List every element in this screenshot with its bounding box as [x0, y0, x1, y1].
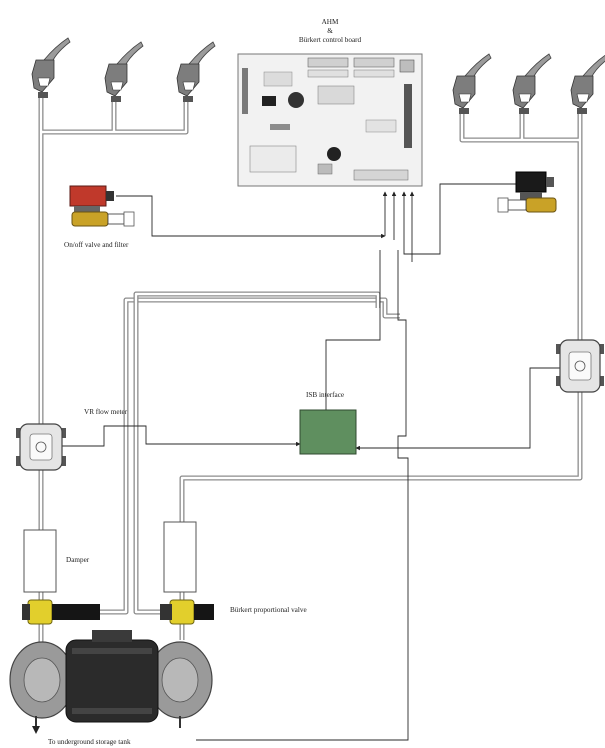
left-nozzles: [32, 38, 215, 102]
vr-flow-meter-label: VR flow meter: [84, 408, 128, 416]
ecu-label-line3: Bürkert control board: [299, 36, 362, 44]
fuel-nozzle-icon: [105, 42, 143, 102]
damper-label: Damper: [66, 556, 90, 564]
sbi-interface-box: [300, 410, 356, 454]
fuel-nozzle-icon: [453, 54, 491, 114]
damper-right: [164, 522, 196, 592]
fuel-nozzle-icon: [513, 54, 551, 114]
ecu-label-line2: &: [327, 27, 333, 35]
onoff-valve-left: [70, 186, 134, 226]
control-board: [238, 54, 422, 186]
onoff-valve-right: [498, 172, 556, 212]
vr-flow-meter-left: [16, 424, 66, 470]
vapour-pump-icon: [10, 630, 212, 734]
fuel-nozzle-icon: [571, 54, 605, 114]
to-tank-label: To underground storage tank: [48, 738, 131, 746]
proportional-valve-left: [22, 600, 100, 624]
lower-pipes: [41, 294, 400, 642]
proportional-valve-right: [160, 600, 214, 624]
right-nozzles: [453, 54, 605, 114]
proportional-valve-label: Bürkert proportional valve: [230, 606, 307, 614]
onoff-valve-label: On/off valve and filter: [64, 241, 129, 249]
damper-left: [24, 530, 56, 592]
fuel-nozzle-icon: [177, 42, 215, 102]
fuel-nozzle-icon: [32, 38, 70, 98]
sbi-interface-label: ISB interface: [306, 391, 344, 399]
ecu-label-line1: AHM: [322, 18, 339, 26]
vr-flow-meter-right: [556, 340, 604, 392]
